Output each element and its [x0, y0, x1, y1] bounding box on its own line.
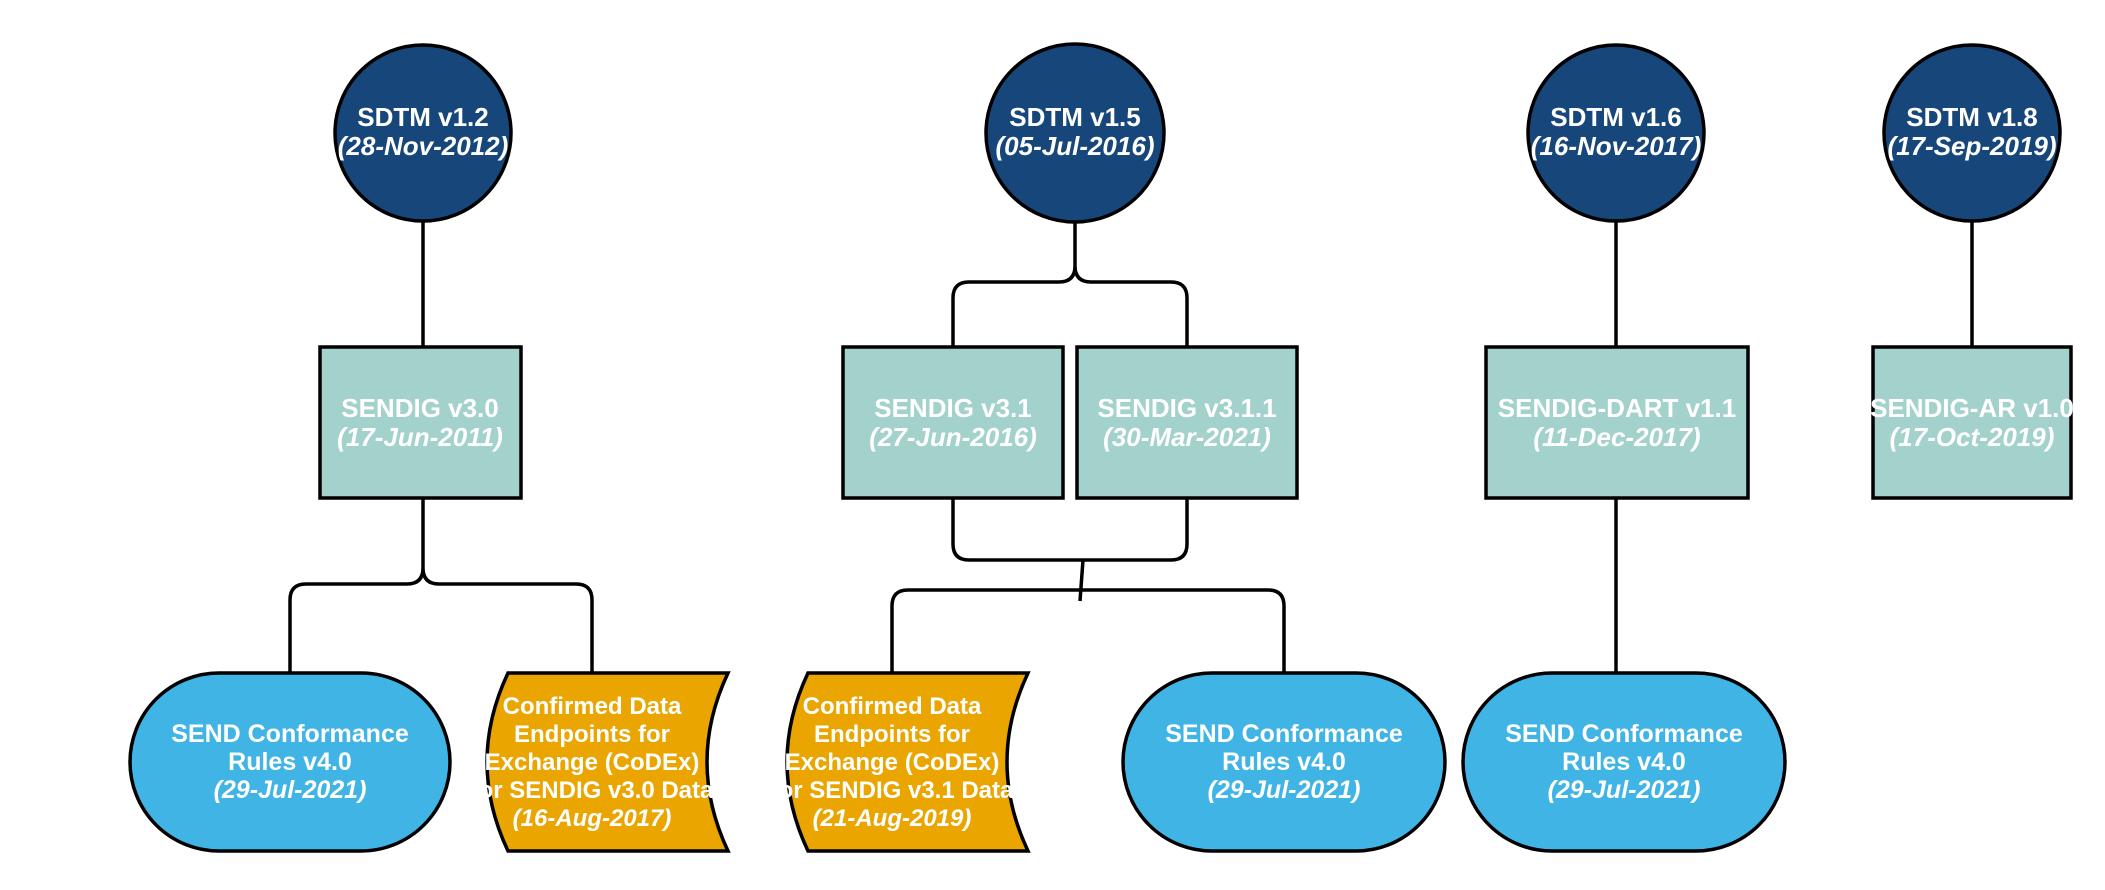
rules-node: SEND Conformance Rules v4.0 (29-Jul-2021… — [1121, 671, 1447, 853]
rules-line2: Rules v4.0 — [228, 748, 352, 776]
codex-line2: Endpoints for — [514, 721, 670, 748]
sendig-name: SENDIG v3.1 — [874, 393, 1032, 423]
sdtm-date: (17-Sep-2019) — [1887, 131, 2056, 161]
connector-sendig30-outputs — [288, 498, 594, 673]
codex-line3: Exchange (CoDEx) — [485, 749, 700, 776]
sdtm-date: (16-Nov-2017) — [1531, 131, 1702, 161]
sendig-date: (17-Jun-2011) — [337, 422, 503, 452]
connector-merge-outputs — [890, 559, 1286, 673]
sendig-name: SENDIG v3.1.1 — [1097, 393, 1276, 423]
codex-date: (16-Aug-2017) — [513, 805, 672, 832]
sendig-date: (17-Oct-2019) — [1890, 422, 2055, 452]
sdtm-name: SDTM v1.6 — [1550, 102, 1682, 132]
rules-line1: SEND Conformance — [1165, 720, 1403, 748]
codex-line1: Confirmed Data — [803, 693, 982, 720]
sdtm-name: SDTM v1.8 — [1906, 102, 2038, 132]
codex-node: Confirmed Data Endpoints for Exchange (C… — [471, 671, 731, 853]
rules-line2: Rules v4.0 — [1562, 748, 1686, 776]
sdtm-node: SDTM v1.5 (05-Jul-2016) — [984, 42, 1166, 224]
rules-date: (29-Jul-2021) — [1208, 776, 1361, 804]
connectors — [288, 220, 1974, 673]
sdtm-node: SDTM v1.6 (16-Nov-2017) — [1526, 43, 1706, 223]
sdtm-date: (28-Nov-2012) — [338, 131, 509, 161]
codex-line3: Exchange (CoDEx) — [785, 749, 1000, 776]
sendig-node: SENDIG-DART v1.1 (11-Dec-2017) — [1484, 345, 1750, 500]
sendig-node: SENDIG v3.1.1 (30-Mar-2021) — [1075, 345, 1299, 500]
rules-node: SEND Conformance Rules v4.0 (29-Jul-2021… — [128, 671, 452, 853]
codex-line1: Confirmed Data — [503, 693, 682, 720]
sdtm-name: SDTM v1.5 — [1009, 102, 1141, 132]
connector-sendig31-merge — [951, 498, 1189, 562]
codex-line4: for SENDIG v3.1 Data — [771, 777, 1014, 804]
codex-date: (21-Aug-2019) — [813, 805, 972, 832]
rules-date: (29-Jul-2021) — [214, 776, 367, 804]
sendig-name: SENDIG-AR v1.0 — [1870, 393, 2074, 423]
sendig-name: SENDIG v3.0 — [341, 393, 499, 423]
sdtm-name: SDTM v1.2 — [357, 102, 489, 132]
connector-sdtm15-sendig31 — [951, 222, 1189, 347]
rules-line2: Rules v4.0 — [1222, 748, 1346, 776]
sendig-name: SENDIG-DART v1.1 — [1498, 393, 1736, 423]
sdtm-node: SDTM v1.2 (28-Nov-2012) — [333, 43, 513, 223]
sendig-date: (27-Jun-2016) — [869, 422, 1037, 452]
codex-line2: Endpoints for — [814, 721, 970, 748]
codex-node: Confirmed Data Endpoints for Exchange (C… — [771, 671, 1031, 853]
rules-date: (29-Jul-2021) — [1548, 776, 1701, 804]
sendig-node: SENDIG-AR v1.0 (17-Oct-2019) — [1870, 345, 2074, 500]
sdtm-node: SDTM v1.8 (17-Sep-2019) — [1882, 43, 2062, 223]
rules-line1: SEND Conformance — [171, 720, 409, 748]
rules-node: SEND Conformance Rules v4.0 (29-Jul-2021… — [1461, 671, 1787, 853]
sendig-date: (11-Dec-2017) — [1533, 422, 1700, 452]
sendig-date: (30-Mar-2021) — [1103, 422, 1271, 452]
sendig-node: SENDIG v3.0 (17-Jun-2011) — [318, 345, 523, 500]
sdtm-date: (05-Jul-2016) — [996, 131, 1155, 161]
codex-line4: for SENDIG v3.0 Data — [471, 777, 714, 804]
rules-line1: SEND Conformance — [1505, 720, 1743, 748]
sendig-node: SENDIG v3.1 (27-Jun-2016) — [841, 345, 1065, 500]
